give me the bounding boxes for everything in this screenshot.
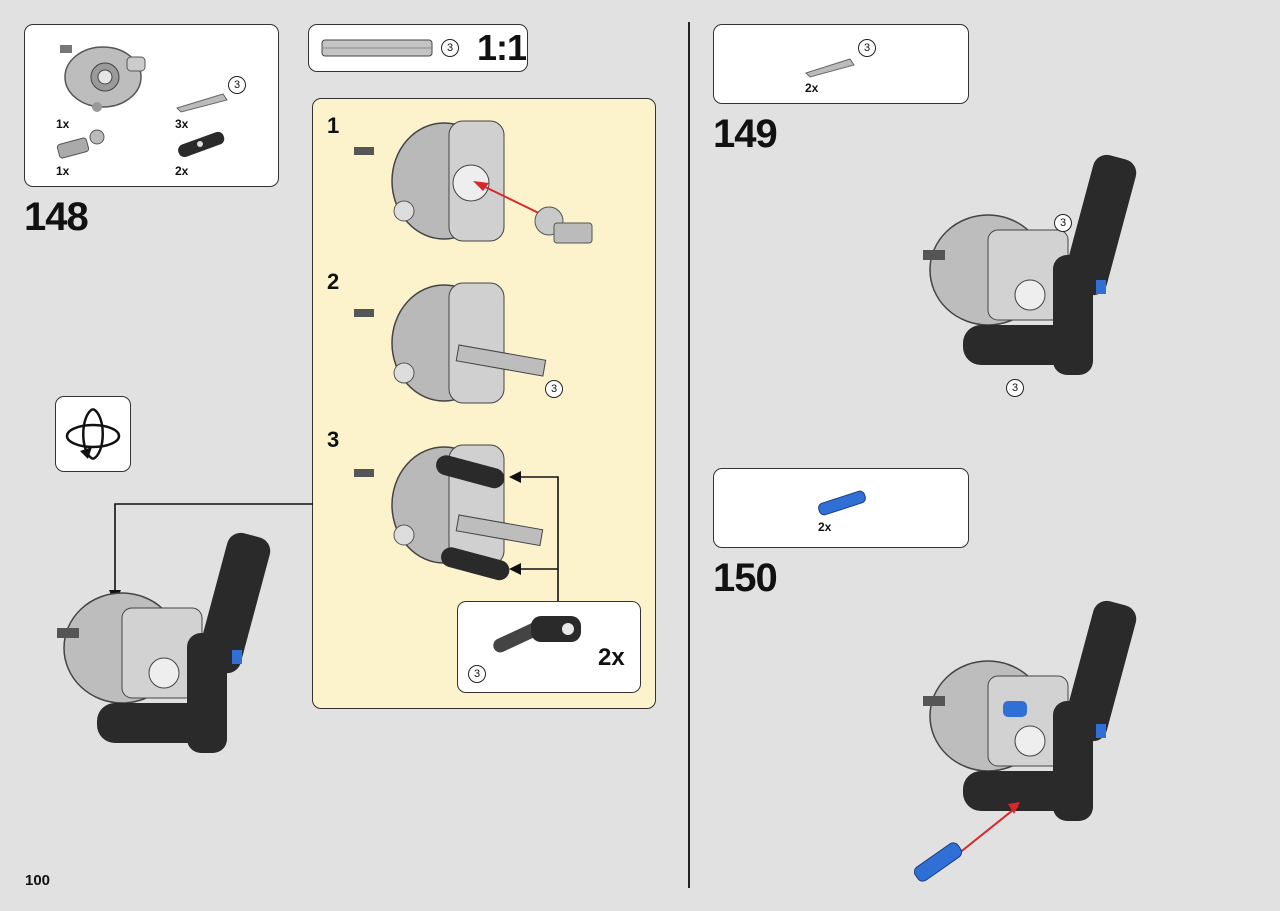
parts-list-149: 3 2x bbox=[713, 24, 969, 104]
step-number-148: 148 bbox=[24, 195, 89, 239]
length-badge: 3 bbox=[1006, 379, 1024, 397]
length-badge: 3 bbox=[545, 380, 563, 398]
length-badge: 3 bbox=[441, 39, 459, 57]
sub-assembly-callout: 1 2 3 3 bbox=[312, 98, 656, 709]
qty-black-beam: 2x bbox=[175, 164, 189, 178]
step-150-model-image bbox=[913, 600, 1137, 882]
length-badge: 3 bbox=[858, 39, 876, 57]
inner-part-callout: 3 2x bbox=[457, 601, 641, 693]
step-number-150: 150 bbox=[713, 556, 778, 600]
parts-list-150: 2x bbox=[713, 468, 969, 548]
axle-3-part-image bbox=[805, 58, 855, 78]
qty-ball-joint: 1x bbox=[56, 164, 70, 178]
substep-3-illustration bbox=[354, 444, 544, 581]
qty-axle: 2x bbox=[805, 81, 819, 95]
ball-joint-part-image bbox=[56, 129, 105, 159]
angled-beam-part-image bbox=[493, 616, 581, 653]
qty-hub: 1x bbox=[56, 117, 70, 131]
substep-2-illustration bbox=[354, 282, 547, 404]
scale-ruler-box: 3 1:1 bbox=[308, 24, 528, 72]
length-badge: 3 bbox=[468, 665, 486, 683]
callout-quantity: 2x bbox=[598, 644, 625, 671]
substep-number-1: 1 bbox=[327, 113, 340, 138]
black-beam-part-image bbox=[178, 131, 225, 158]
length-badge: 3 bbox=[1054, 214, 1072, 232]
hub-part-image bbox=[60, 45, 146, 112]
substep-number-2: 2 bbox=[327, 269, 340, 294]
callout-arrows bbox=[509, 471, 559, 609]
axle-scale-image bbox=[321, 39, 433, 57]
axle-3-part-image bbox=[176, 93, 228, 113]
blue-pin-part-image bbox=[818, 490, 866, 516]
page-divider bbox=[688, 22, 690, 888]
step-149-model-image bbox=[923, 154, 1137, 375]
substep-1-illustration bbox=[354, 120, 593, 244]
step-number-149: 149 bbox=[713, 112, 778, 156]
qty-blue-pin: 2x bbox=[818, 520, 832, 534]
substep-number-3: 3 bbox=[327, 427, 340, 452]
length-badge: 3 bbox=[228, 76, 246, 94]
scale-label: 1:1 bbox=[477, 27, 527, 68]
rotate-model-indicator bbox=[55, 396, 131, 472]
rotate-arrow-icon bbox=[65, 407, 121, 461]
page-number: 100 bbox=[25, 872, 51, 889]
step-148-model-image bbox=[57, 532, 271, 753]
qty-axle: 3x bbox=[175, 117, 189, 131]
parts-list-148: 1x 3 3x 1x 2x bbox=[24, 24, 279, 187]
